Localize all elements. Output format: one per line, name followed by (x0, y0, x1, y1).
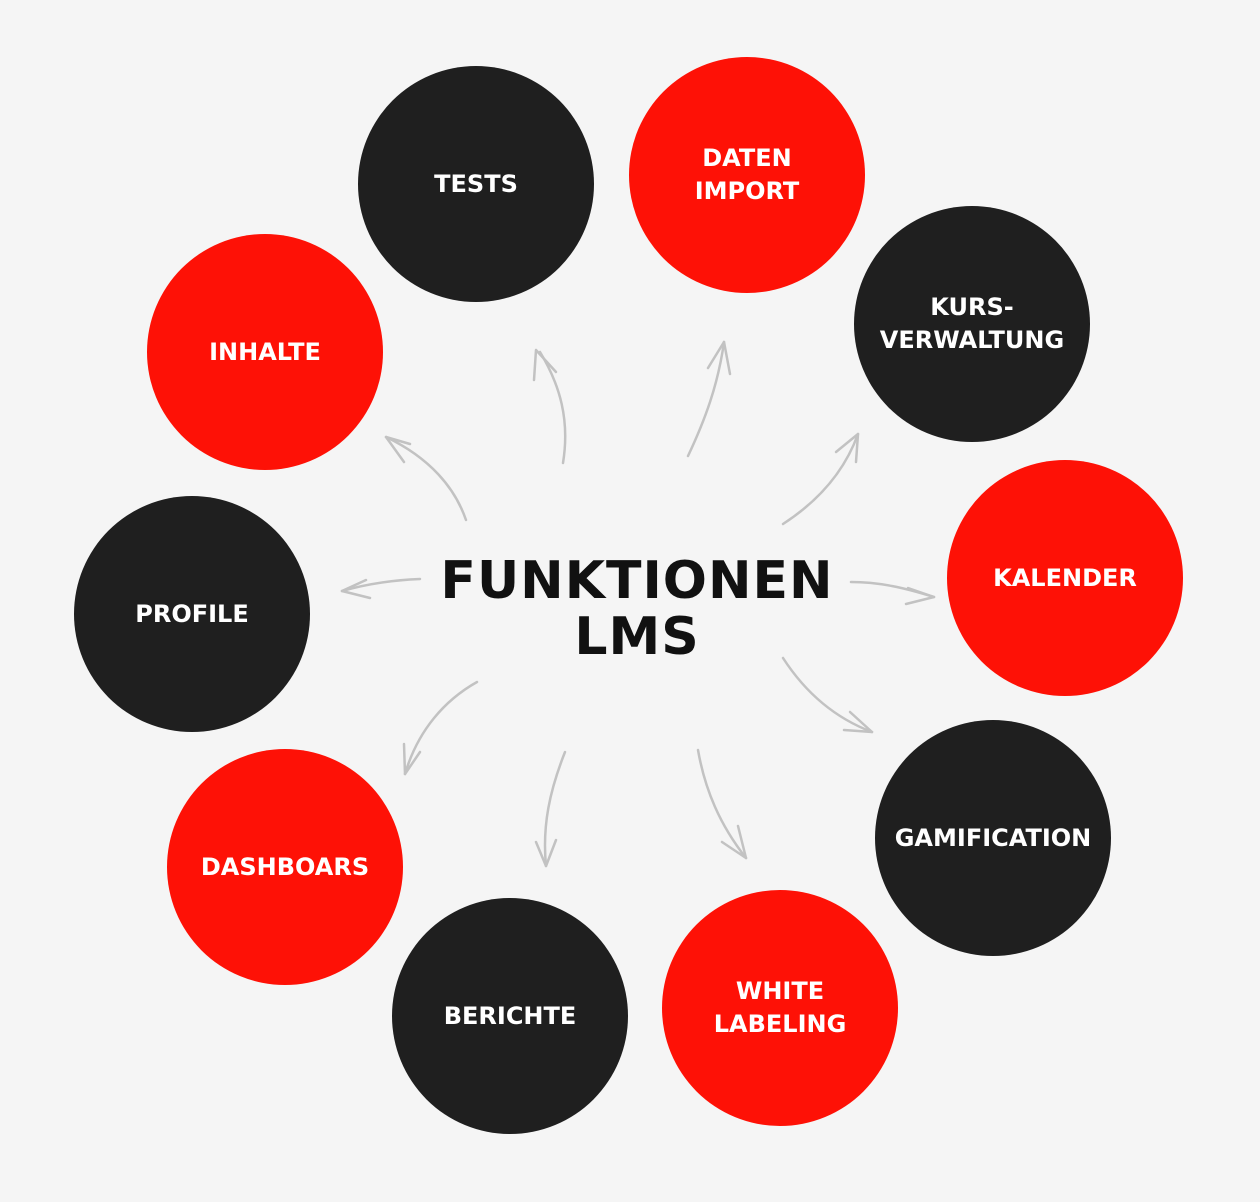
arrow-to-kalender (849, 580, 936, 606)
node-kursverwaltung: KURS- VERWALTUNG (854, 206, 1090, 442)
arrow-to-white-labeling (696, 748, 748, 860)
node-tests: TESTS (358, 66, 594, 302)
arrow-to-daten-import (686, 340, 732, 458)
node-daten-import: DATEN IMPORT (629, 57, 865, 293)
node-white-labeling: WHITE LABELING (662, 890, 898, 1126)
arrow-to-tests (532, 348, 567, 465)
arrow-to-dashboars (402, 680, 479, 776)
node-profile: PROFILE (74, 496, 310, 732)
arrow-to-profile (340, 577, 422, 600)
arrow-to-berichte (534, 750, 567, 868)
node-inhalte: INHALTE (147, 234, 383, 470)
node-kalender: KALENDER (947, 460, 1183, 696)
arrow-to-gamification (781, 656, 874, 734)
node-berichte: BERICHTE (392, 898, 628, 1134)
center-title-line-2: LMS (574, 607, 700, 667)
arrow-to-inhalte (384, 435, 468, 522)
node-gamification: GAMIFICATION (875, 720, 1111, 956)
node-dashboars: DASHBOARS (167, 749, 403, 985)
center-title: FUNKTIONEN LMS (387, 553, 887, 665)
arrow-to-kursverwaltung (781, 432, 860, 526)
center-title-line-1: FUNKTIONEN (440, 551, 834, 611)
